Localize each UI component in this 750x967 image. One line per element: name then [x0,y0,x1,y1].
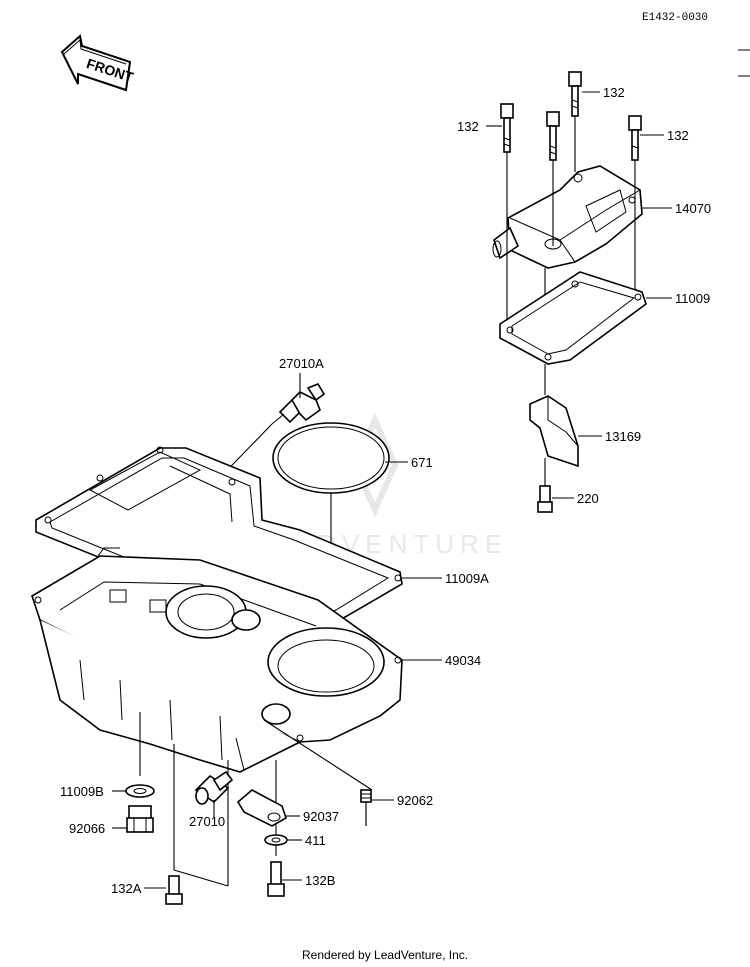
bolt-132-left [500,103,514,153]
washer-11009B [125,784,155,798]
o-ring-671 [272,422,390,494]
callout-671: 671 [411,455,433,470]
callout-11009A: 11009A [445,571,489,586]
bolt-132A [165,875,183,905]
washer-411 [264,834,288,846]
callout-132B: 132B [305,873,335,888]
callout-411: 411 [305,833,326,848]
baffle-plate-13169 [529,395,579,468]
drain-plug-92066 [126,805,154,833]
callout-27010: 27010 [189,814,225,829]
callout-132: 132 [667,128,689,143]
front-arrow-icon: FRONT [60,34,136,92]
callout-14070: 14070 [675,201,711,216]
callout-13169: 13169 [605,429,641,444]
bolt-220 [537,485,553,513]
callout-49034: 49034 [445,653,481,668]
callout-11009: 11009 [675,291,710,306]
callout-132A: 132A [111,881,142,896]
clamp-92037 [236,789,287,827]
bolt-132-middle [546,111,560,161]
callout-11009B: 11009B [60,784,104,799]
callout-92037: 92037 [303,809,339,824]
callout-132: 132 [457,119,479,134]
callout-27010A: 27010A [279,356,324,371]
callout-92066: 92066 [69,821,105,836]
callout-132: 132 [603,85,625,100]
callout-92062: 92062 [397,793,433,808]
oil-sensor-27010A [271,383,326,425]
bolt-132-top [568,71,582,117]
breather-cover-14070 [492,165,643,269]
plug-92062 [360,789,372,803]
oil-switch-27010 [194,770,234,805]
bolt-132B [267,861,285,897]
bolt-132-right [628,115,642,161]
gasket-11009 [499,271,647,365]
callout-220: 220 [577,491,599,506]
oil-pan-49034 [31,547,403,773]
diagram-code: E1432-0030 [642,12,708,24]
footer-credit: Rendered by LeadVenture, Inc. [302,948,468,962]
